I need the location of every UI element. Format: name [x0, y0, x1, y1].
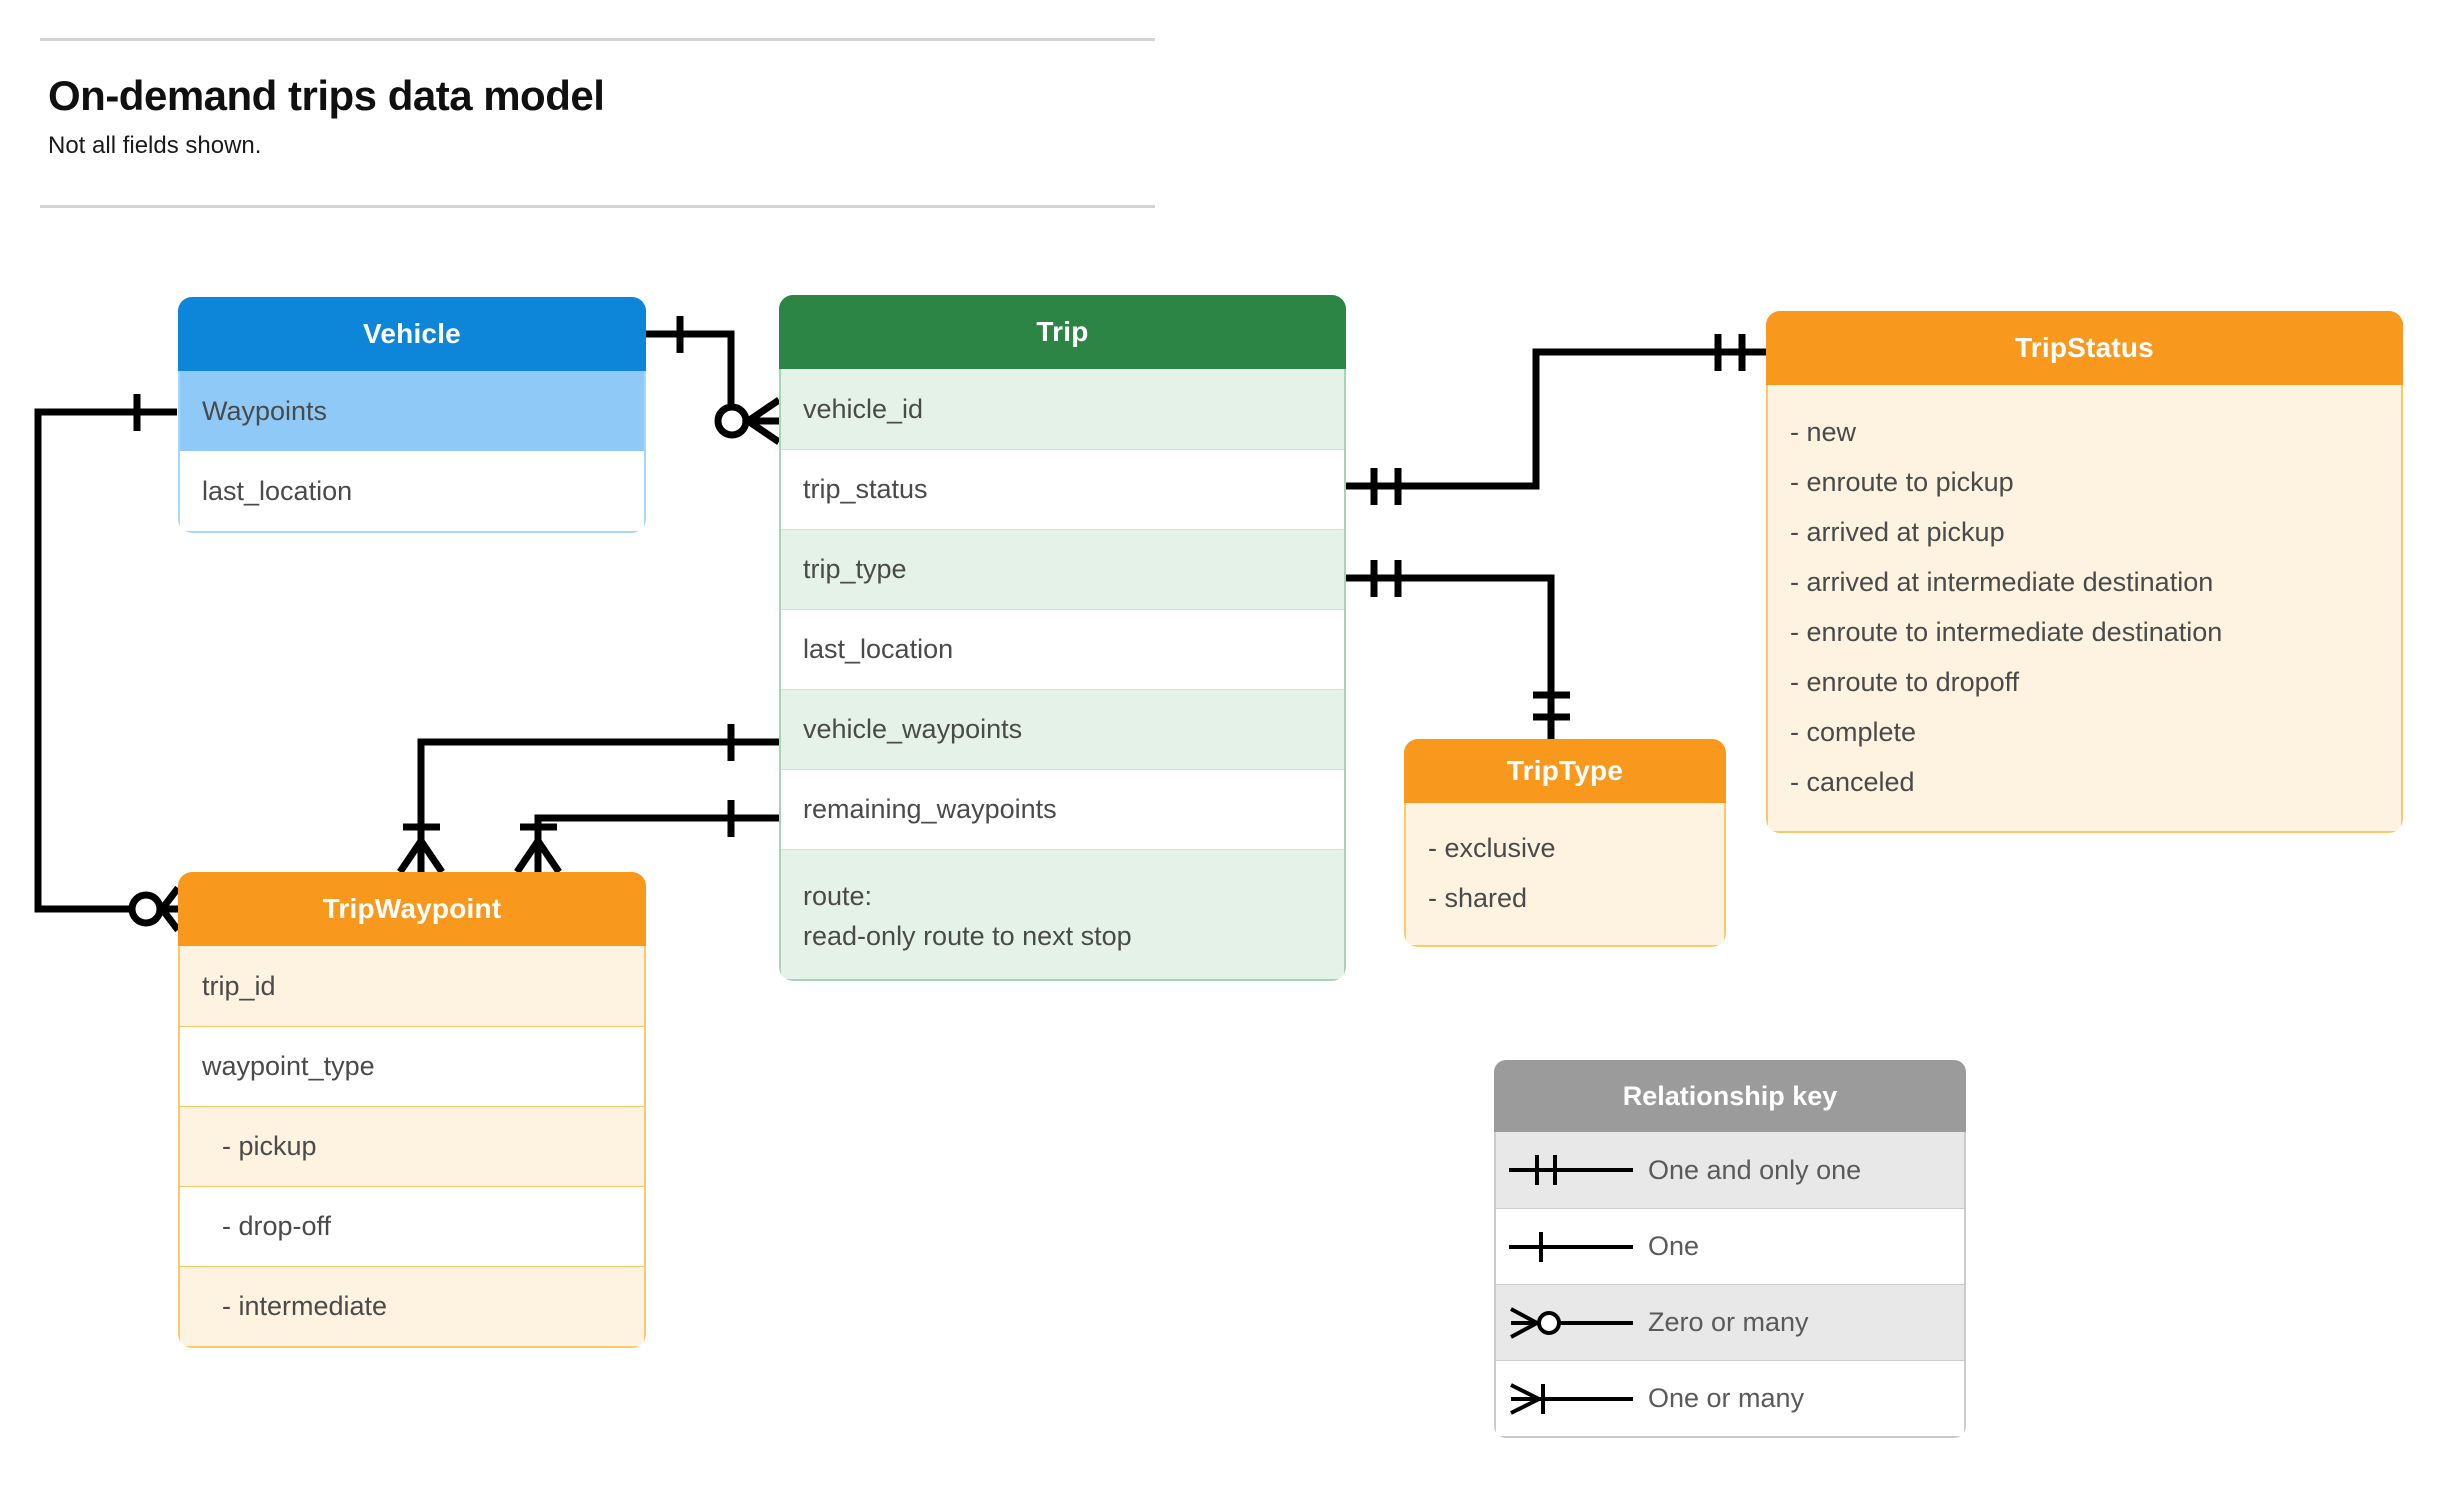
- legend-row-one-or-many: One or many: [1496, 1360, 1964, 1436]
- page-title: On-demand trips data model: [48, 72, 605, 119]
- field-row[interactable]: trip_status: [781, 449, 1344, 529]
- entity-vehicle-body: Waypoints last_location: [178, 371, 646, 533]
- enum-value: - enroute to pickup: [1790, 467, 2014, 497]
- header-divider-top: [40, 38, 1155, 41]
- enum-value: - enroute to intermediate destination: [1790, 617, 2223, 647]
- enum-value: - shared: [1428, 883, 1528, 913]
- entity-trip-body: vehicle_id trip_status trip_type last_lo…: [779, 369, 1346, 981]
- enum-value: - arrived at pickup: [1790, 517, 2005, 547]
- edge-trip-tripstatus: [1346, 348, 1766, 490]
- route-label: route:: [803, 881, 873, 911]
- field-row[interactable]: trip_id: [180, 946, 644, 1026]
- edge-remaining-waypoints-field: [534, 814, 779, 872]
- edge-vehicle-waypoints-field: [417, 738, 779, 872]
- edge-vehicle-trip: [646, 330, 779, 425]
- edge-vehicle-waypoints-field-crowsfoot: [397, 834, 445, 874]
- legend-label: One or many: [1648, 1383, 1805, 1413]
- edge-vehicle-waypoints-tripwaypoint: [34, 408, 177, 913]
- legend-label: One and only one: [1648, 1154, 1862, 1185]
- enum-value: - complete: [1790, 717, 1917, 747]
- one-icon: [1496, 1209, 1648, 1285]
- legend-label: One: [1648, 1231, 1700, 1261]
- entity-tripstatus[interactable]: TripStatus - new - enroute to pickup - a…: [1766, 311, 2403, 833]
- legend-row-zero-or-many: Zero or many: [1496, 1284, 1964, 1360]
- entity-trip[interactable]: Trip vehicle_id trip_status trip_type la…: [779, 295, 1346, 981]
- page-header: On-demand trips data model Not all field…: [0, 0, 1160, 215]
- edge-remaining-waypoints-field-crowsfoot: [514, 834, 562, 874]
- field-row-route[interactable]: route: read-only route to next stop: [781, 849, 1344, 979]
- enum-value: - enroute to dropoff: [1790, 667, 2020, 697]
- header-divider-bottom: [40, 205, 1155, 208]
- entity-tripwaypoint-body: trip_id waypoint_type - pickup - drop-of…: [178, 946, 646, 1348]
- zero-or-many-icon: [1496, 1285, 1648, 1361]
- legend-row-one-and-only-one: One and only one: [1496, 1132, 1964, 1208]
- entity-tripwaypoint-title: TripWaypoint: [178, 872, 646, 946]
- entity-vehicle[interactable]: Vehicle Waypoints last_location: [178, 297, 646, 533]
- page-subtitle: Not all fields shown.: [48, 132, 262, 159]
- field-row[interactable]: last_location: [202, 475, 353, 506]
- one-or-many-icon: [1496, 1361, 1648, 1437]
- legend-title: Relationship key: [1494, 1060, 1966, 1132]
- entity-trip-title: Trip: [779, 295, 1346, 369]
- entity-tripstatus-body: - new - enroute to pickup - arrived at p…: [1766, 385, 2403, 833]
- edge-vehicle-trip-zero-circle: [714, 403, 750, 439]
- entity-vehicle-title: Vehicle: [178, 297, 646, 371]
- entity-triptype-body: - exclusive - shared: [1404, 803, 1726, 947]
- entity-triptype[interactable]: TripType - exclusive - shared: [1404, 739, 1726, 947]
- legend-row-one: One: [1496, 1208, 1964, 1284]
- legend-label: Zero or many: [1648, 1307, 1809, 1337]
- entity-tripstatus-title: TripStatus: [1766, 311, 2403, 385]
- enum-value: - canceled: [1790, 767, 1915, 797]
- one-and-only-one-icon: [1496, 1132, 1648, 1208]
- field-row[interactable]: - pickup: [180, 1106, 644, 1186]
- field-row[interactable]: last_location: [781, 609, 1344, 689]
- edge-vehicle-waypoints-zero-circle: [128, 891, 164, 927]
- field-row[interactable]: vehicle_id: [781, 369, 1344, 449]
- route-description: read-only route to next stop: [803, 921, 1132, 951]
- field-row[interactable]: vehicle_waypoints: [781, 689, 1344, 769]
- entity-tripwaypoint[interactable]: TripWaypoint trip_id waypoint_type - pic…: [178, 872, 646, 1348]
- enum-value: - exclusive: [1428, 833, 1556, 863]
- entity-triptype-title: TripType: [1404, 739, 1726, 803]
- enum-value: - arrived at intermediate destination: [1790, 567, 2214, 597]
- field-row[interactable]: Waypoints: [180, 371, 644, 451]
- edge-vehicle-waypoints-crowsfoot: [157, 885, 181, 933]
- field-row[interactable]: remaining_waypoints: [781, 769, 1344, 849]
- field-row[interactable]: - drop-off: [180, 1186, 644, 1266]
- field-row[interactable]: waypoint_type: [180, 1026, 644, 1106]
- enum-value: - new: [1790, 417, 1857, 447]
- field-row[interactable]: - intermediate: [180, 1266, 644, 1346]
- relationship-key-legend: Relationship key One and only one: [1494, 1060, 1966, 1438]
- edge-trip-triptype: [1346, 574, 1555, 739]
- field-row[interactable]: trip_type: [781, 529, 1344, 609]
- legend-body: One and only one One: [1494, 1132, 1966, 1438]
- edge-vehicle-trip-crowsfoot: [741, 397, 781, 445]
